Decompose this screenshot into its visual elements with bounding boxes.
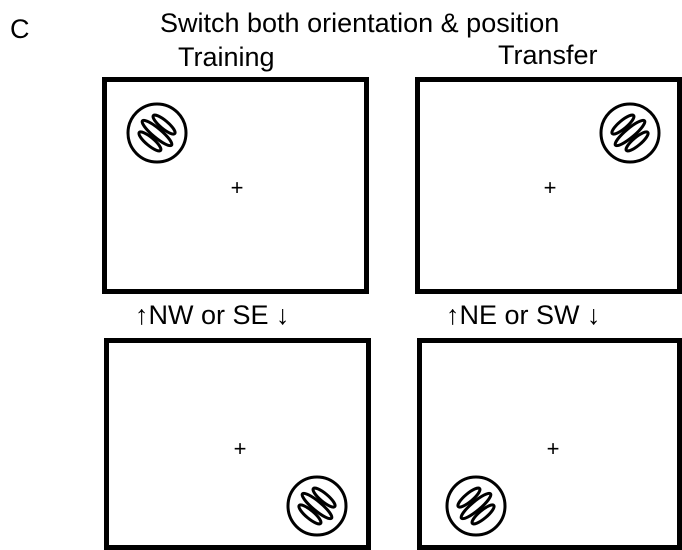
training-heading: Training (178, 42, 275, 72)
training-response-options: ↑NW or SE ↓ (135, 300, 290, 330)
fixation-cross: + (546, 436, 560, 461)
panel-letter: C (10, 14, 30, 44)
training-screen-bottom: + (104, 338, 371, 550)
figure-title: Switch both orientation & position (160, 8, 560, 38)
fixation-cross: + (543, 175, 557, 200)
circular-grating-icon (599, 102, 661, 164)
transfer-screen-bottom: + (417, 338, 682, 550)
fixation-cross: + (230, 175, 244, 200)
transfer-heading: Transfer (498, 40, 598, 70)
training-screen-top: + (102, 77, 369, 294)
circular-grating-icon (126, 102, 188, 164)
transfer-screen-top: + (415, 77, 682, 294)
circular-grating-icon (286, 475, 348, 537)
circular-grating-icon (445, 475, 507, 537)
transfer-response-options: ↑NE or SW ↓ (446, 300, 601, 330)
fixation-cross: + (233, 436, 247, 461)
